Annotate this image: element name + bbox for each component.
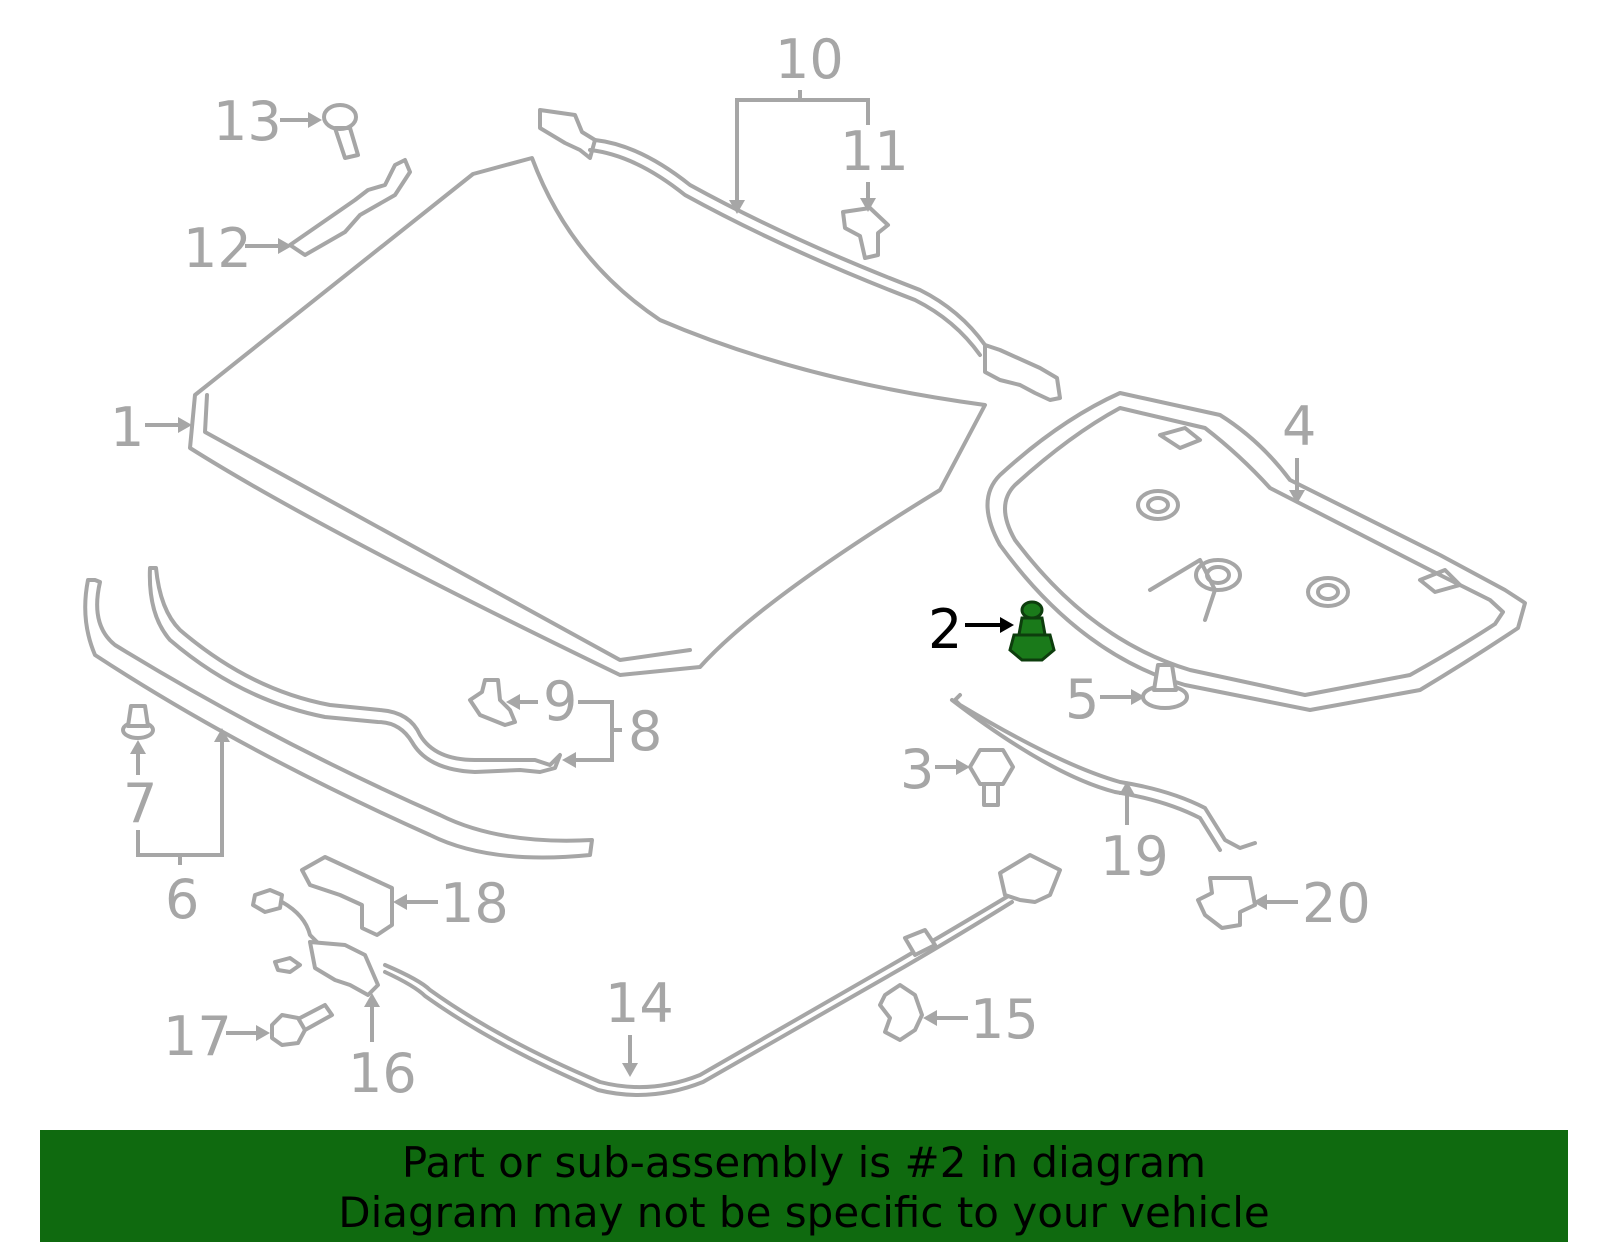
hood-seal-top [538, 108, 1062, 402]
hood-stopper-2 [1008, 600, 1056, 662]
callout-10: 10 [775, 28, 844, 91]
hood-latch-16 [251, 888, 380, 997]
clip-5 [1141, 663, 1189, 710]
seal-8 [147, 566, 562, 774]
callout-4: 4 [1282, 395, 1316, 458]
bolt-3 [968, 748, 1015, 807]
callout-19: 19 [1100, 825, 1169, 888]
clip-15 [878, 983, 924, 1042]
clip-9 [468, 678, 517, 727]
callout-11: 11 [840, 120, 909, 183]
info-banner: Part or sub-assembly is #2 in diagram Di… [40, 1130, 1568, 1242]
prop-rod-19 [950, 693, 1257, 852]
release-cable-14 [383, 853, 1062, 1097]
callout-14: 14 [605, 972, 674, 1035]
callout-12: 12 [183, 217, 252, 280]
push-pin-7 [121, 704, 155, 740]
callout-3: 3 [900, 738, 934, 801]
leaders [130, 90, 1305, 1077]
callout-2: 2 [928, 598, 962, 661]
bracket-12 [288, 158, 412, 257]
callout-15: 15 [970, 988, 1039, 1051]
callout-8: 8 [628, 700, 662, 763]
parts-diagram: 1 2 3 4 5 6 7 8 9 10 11 12 13 14 15 16 1… [83, 28, 1527, 1105]
bolt-13 [322, 103, 360, 160]
callout-20: 20 [1302, 872, 1371, 935]
callout-18: 18 [440, 872, 509, 935]
callout-7: 7 [123, 772, 157, 835]
front-seal-6 [83, 578, 594, 860]
callout-6: 6 [165, 868, 199, 931]
callout-17: 17 [163, 1005, 232, 1068]
callout-16: 16 [348, 1042, 417, 1105]
clip-20 [1196, 876, 1257, 930]
callout-5: 5 [1065, 668, 1099, 731]
hood-insulator [985, 391, 1527, 712]
clip-11 [841, 206, 890, 260]
bracket-18 [300, 855, 394, 937]
banner-line-2: Diagram may not be specific to your vehi… [338, 1188, 1270, 1237]
callout-9: 9 [543, 670, 577, 733]
callout-1: 1 [110, 396, 144, 459]
banner-line-1: Part or sub-assembly is #2 in diagram [401, 1138, 1207, 1187]
bolt-17 [270, 1003, 334, 1047]
callout-13: 13 [213, 90, 282, 153]
hood-panel [188, 156, 987, 677]
